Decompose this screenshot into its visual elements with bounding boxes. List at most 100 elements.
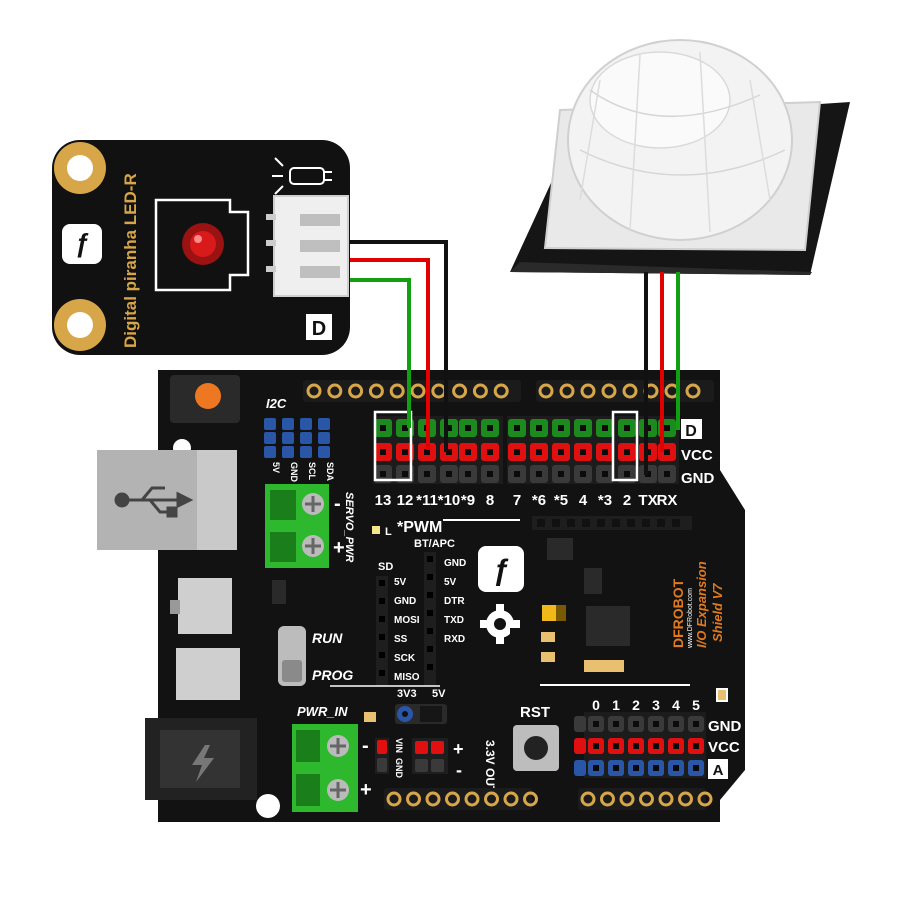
bt-apc-pin-label: TXD [444,615,464,626]
header-pin [658,791,674,807]
led-module-title: Digital piranha LED-R [121,173,140,348]
analog-pin-label: 0 [592,697,600,713]
i2c-pin [264,432,276,444]
df-shield-logo-icon [478,546,524,592]
sd-pin-label: MISO [394,672,420,683]
bt-apc-header [424,552,436,686]
digital-pin-label: 7 [513,492,521,509]
sd-pin-label: 5V [394,577,407,588]
header-pin [368,383,384,399]
header-pin [622,383,638,399]
vcc-row-label: VCC [681,447,713,464]
out-minus: - [456,760,462,780]
led-module: ƒ Digital piranha LED-R D [52,140,350,355]
header-pin [306,383,322,399]
bolt-icon [192,745,214,782]
brand-name: I/O Expansion [694,561,709,648]
digital-badge-label: D [685,423,697,440]
servo-pwr-label: SERVO_PWR [343,492,355,562]
digital-pin-label: *6 [532,492,546,509]
led-badge [306,314,332,340]
led-badge-label: D [312,318,326,340]
bt-apc-pin-label: DTR [444,596,465,607]
svg-text:ƒ: ƒ [493,554,510,587]
digital-pin-label: *10 [438,492,461,509]
i2c-pin [300,446,312,458]
digital-pin-label: 2 [623,492,631,509]
out-label: 3.3V OUT [483,740,497,794]
out-plus: + [453,739,464,759]
pwm-label: *PWM [397,519,442,536]
analog-badge-label: A [713,762,724,779]
header-pin [348,383,364,399]
v3v3-label: 3V3 [397,688,417,700]
i2c-pin [282,418,294,430]
pwr-in-label: PWR_IN [297,704,348,719]
header-pin [503,791,519,807]
ic-chip [586,606,630,646]
header-pin [580,383,596,399]
light-icon [272,157,332,195]
header-pin [472,383,488,399]
sd-label: SD [378,561,393,573]
led-wire-red [350,258,430,450]
transistor [584,568,602,594]
i2c-pin [264,446,276,458]
rst-label: RST [520,704,550,721]
header-pin [685,383,701,399]
led-wire-black [350,240,448,452]
bt-apc-pin-label: GND [444,558,466,569]
prog-label: PROG [312,667,353,683]
header-pin [538,383,554,399]
analog-badge [708,759,728,779]
sd-header [376,576,388,686]
voltage-regulator [178,578,232,634]
power-led [195,383,221,409]
i2c-label: I2C [266,396,287,411]
servo-minus: - [334,493,341,515]
sd-pin-label: SCK [394,653,416,664]
digital-pin-label: *5 [554,492,568,509]
header-pin [601,383,617,399]
digital-pin-label: *9 [461,492,475,509]
led-outline [154,198,250,292]
led-wires [350,240,448,452]
header-pin [619,791,635,807]
analog-pin-label: 1 [612,697,620,713]
chip-small [547,538,573,560]
led-wire-green [350,278,411,428]
regulator-2 [176,648,240,700]
digital-pin-label: 12 [397,492,414,509]
i2c-pin-label: GND [289,462,299,483]
i2c-pin [318,418,330,430]
header-pin [678,791,693,807]
sd-pin-label: SS [394,634,408,645]
digital-pin-rows [373,416,679,484]
vin-gnd-label: GND [394,758,404,779]
brand-text: DFROBOT [670,578,686,648]
gnd-row-label: GND [681,470,715,487]
usb-icon [114,486,194,518]
header-pin [600,791,615,807]
header-pin [327,383,343,399]
digital-pin-label: 13 [375,492,392,509]
vin-label: VIN [394,738,404,753]
i2c-pin [300,418,312,430]
header-pin [493,383,509,399]
digital-pin-label: *3 [598,492,612,509]
header-pin [580,791,596,807]
digital-pin-label: TX [638,492,657,509]
header-pin [410,383,426,399]
header-pin [464,791,480,807]
analog-pin-label: 5 [692,697,700,713]
bt-apc-pin-label: RXD [444,634,465,645]
i2c-pin [318,432,330,444]
header-pin [523,791,538,807]
pir-pin-highlight [611,410,639,482]
header-pin [639,791,654,807]
i2c-pin [264,418,276,430]
digital-pin-label: 8 [486,492,494,509]
